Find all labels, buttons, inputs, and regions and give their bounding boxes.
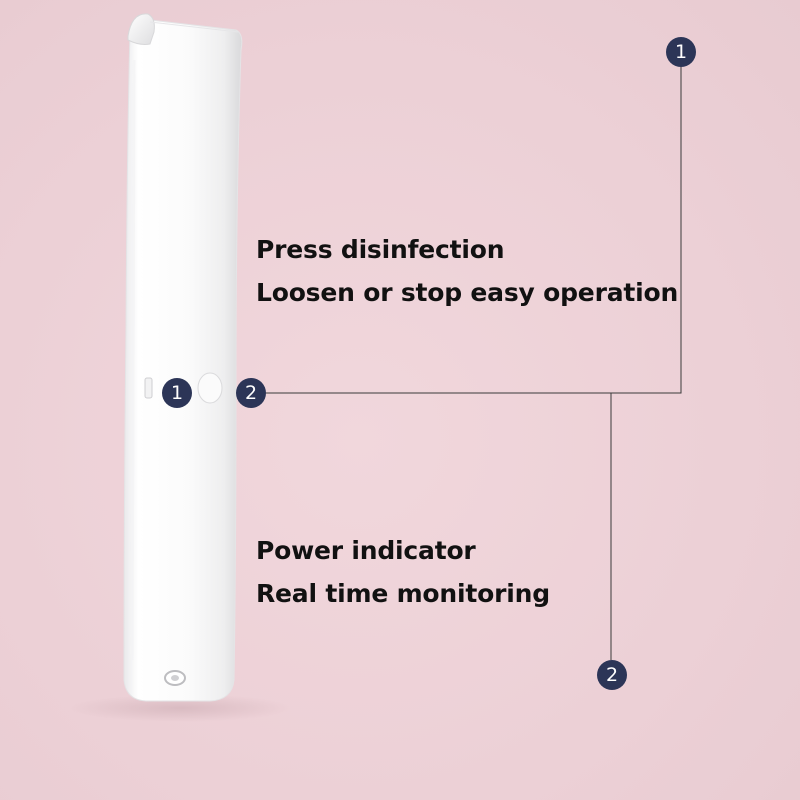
feature-title: Power indicator bbox=[256, 536, 476, 565]
callout-line-1 bbox=[266, 67, 682, 394]
device-badge-1: 1 bbox=[162, 378, 192, 408]
callout-badge-2: 2 bbox=[597, 660, 627, 690]
feature-description: Loosen or stop easy operation bbox=[256, 278, 679, 307]
feature-title: Press disinfection bbox=[256, 235, 505, 264]
device-badge-2: 2 bbox=[236, 378, 266, 408]
press-button bbox=[197, 372, 223, 404]
power-indicator-light bbox=[144, 377, 153, 399]
feature-press-disinfection: Press disinfection Loosen or stop easy o… bbox=[256, 228, 678, 314]
feature-description: Real time monitoring bbox=[256, 579, 550, 608]
device-shadow bbox=[70, 694, 290, 722]
feature-power-indicator: Power indicator Real time monitoring bbox=[256, 529, 550, 615]
device-body bbox=[123, 18, 243, 702]
callout-badge-1: 1 bbox=[666, 37, 696, 67]
